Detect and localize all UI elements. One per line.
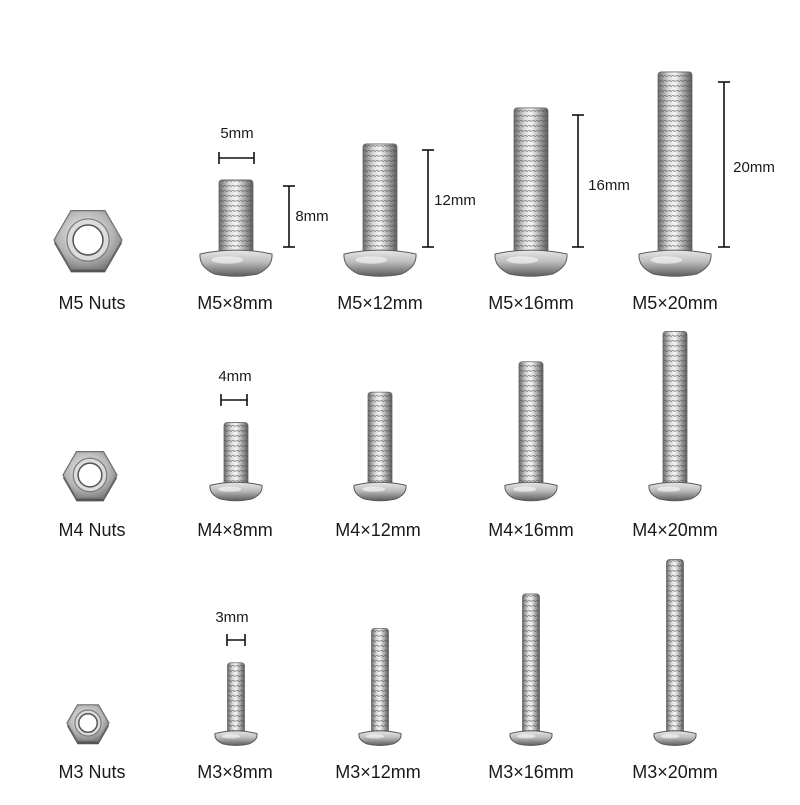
screw-label: M3×8mm [197,762,273,782]
screw-label: M5×20mm [632,293,718,313]
screw-label: M4×12mm [335,520,421,540]
screw-label: M5×8mm [197,293,273,313]
screw-label: M5×16mm [488,293,574,313]
length-dimension-line [718,81,730,248]
screw-M3×16mm [509,593,553,747]
screw-label: M3×20mm [632,762,718,782]
diameter-label-m3: 3mm [215,609,249,626]
screw-label: M3×16mm [488,762,574,782]
diameter-dimension-line [220,394,248,406]
diameter-label-m5: 5mm [220,125,254,142]
screw-M5×20mm [638,71,712,277]
screw-M3×8mm [214,662,258,747]
length-dimension-line [572,114,584,248]
hex-nut-m5 [53,210,123,273]
screw-M5×8mm [199,179,273,277]
diameter-label-m4: 4mm [218,368,252,385]
nut-label-m5: M5 Nuts [58,293,126,313]
screw-label: M4×20mm [632,520,718,540]
length-label: 8mm [295,208,329,225]
screw-M4×8mm [209,422,263,502]
length-label: 12mm [434,192,476,209]
diameter-dimension-line [226,634,246,646]
screw-M4×16mm [504,361,558,502]
screw-M3×20mm [653,559,697,747]
screw-label: M3×12mm [335,762,421,782]
length-dimension-line [283,185,295,248]
screw-M5×12mm [343,143,417,277]
nut-label-m4: M4 Nuts [58,520,126,540]
length-label: 20mm [733,159,775,176]
screw-label: M4×8mm [197,520,273,540]
screw-M4×12mm [353,391,407,502]
length-dimension-line [422,149,434,248]
screw-M4×20mm [648,330,702,502]
screw-M3×12mm [358,627,402,747]
screw-label: M4×16mm [488,520,574,540]
nut-label-m3: M3 Nuts [58,762,126,782]
screw-M5×16mm [494,107,568,277]
hex-nut-m4 [62,451,118,502]
screw-label: M5×12mm [337,293,423,313]
length-label: 16mm [588,177,630,194]
hex-nut-m3 [66,704,110,745]
diameter-dimension-line [218,152,255,164]
